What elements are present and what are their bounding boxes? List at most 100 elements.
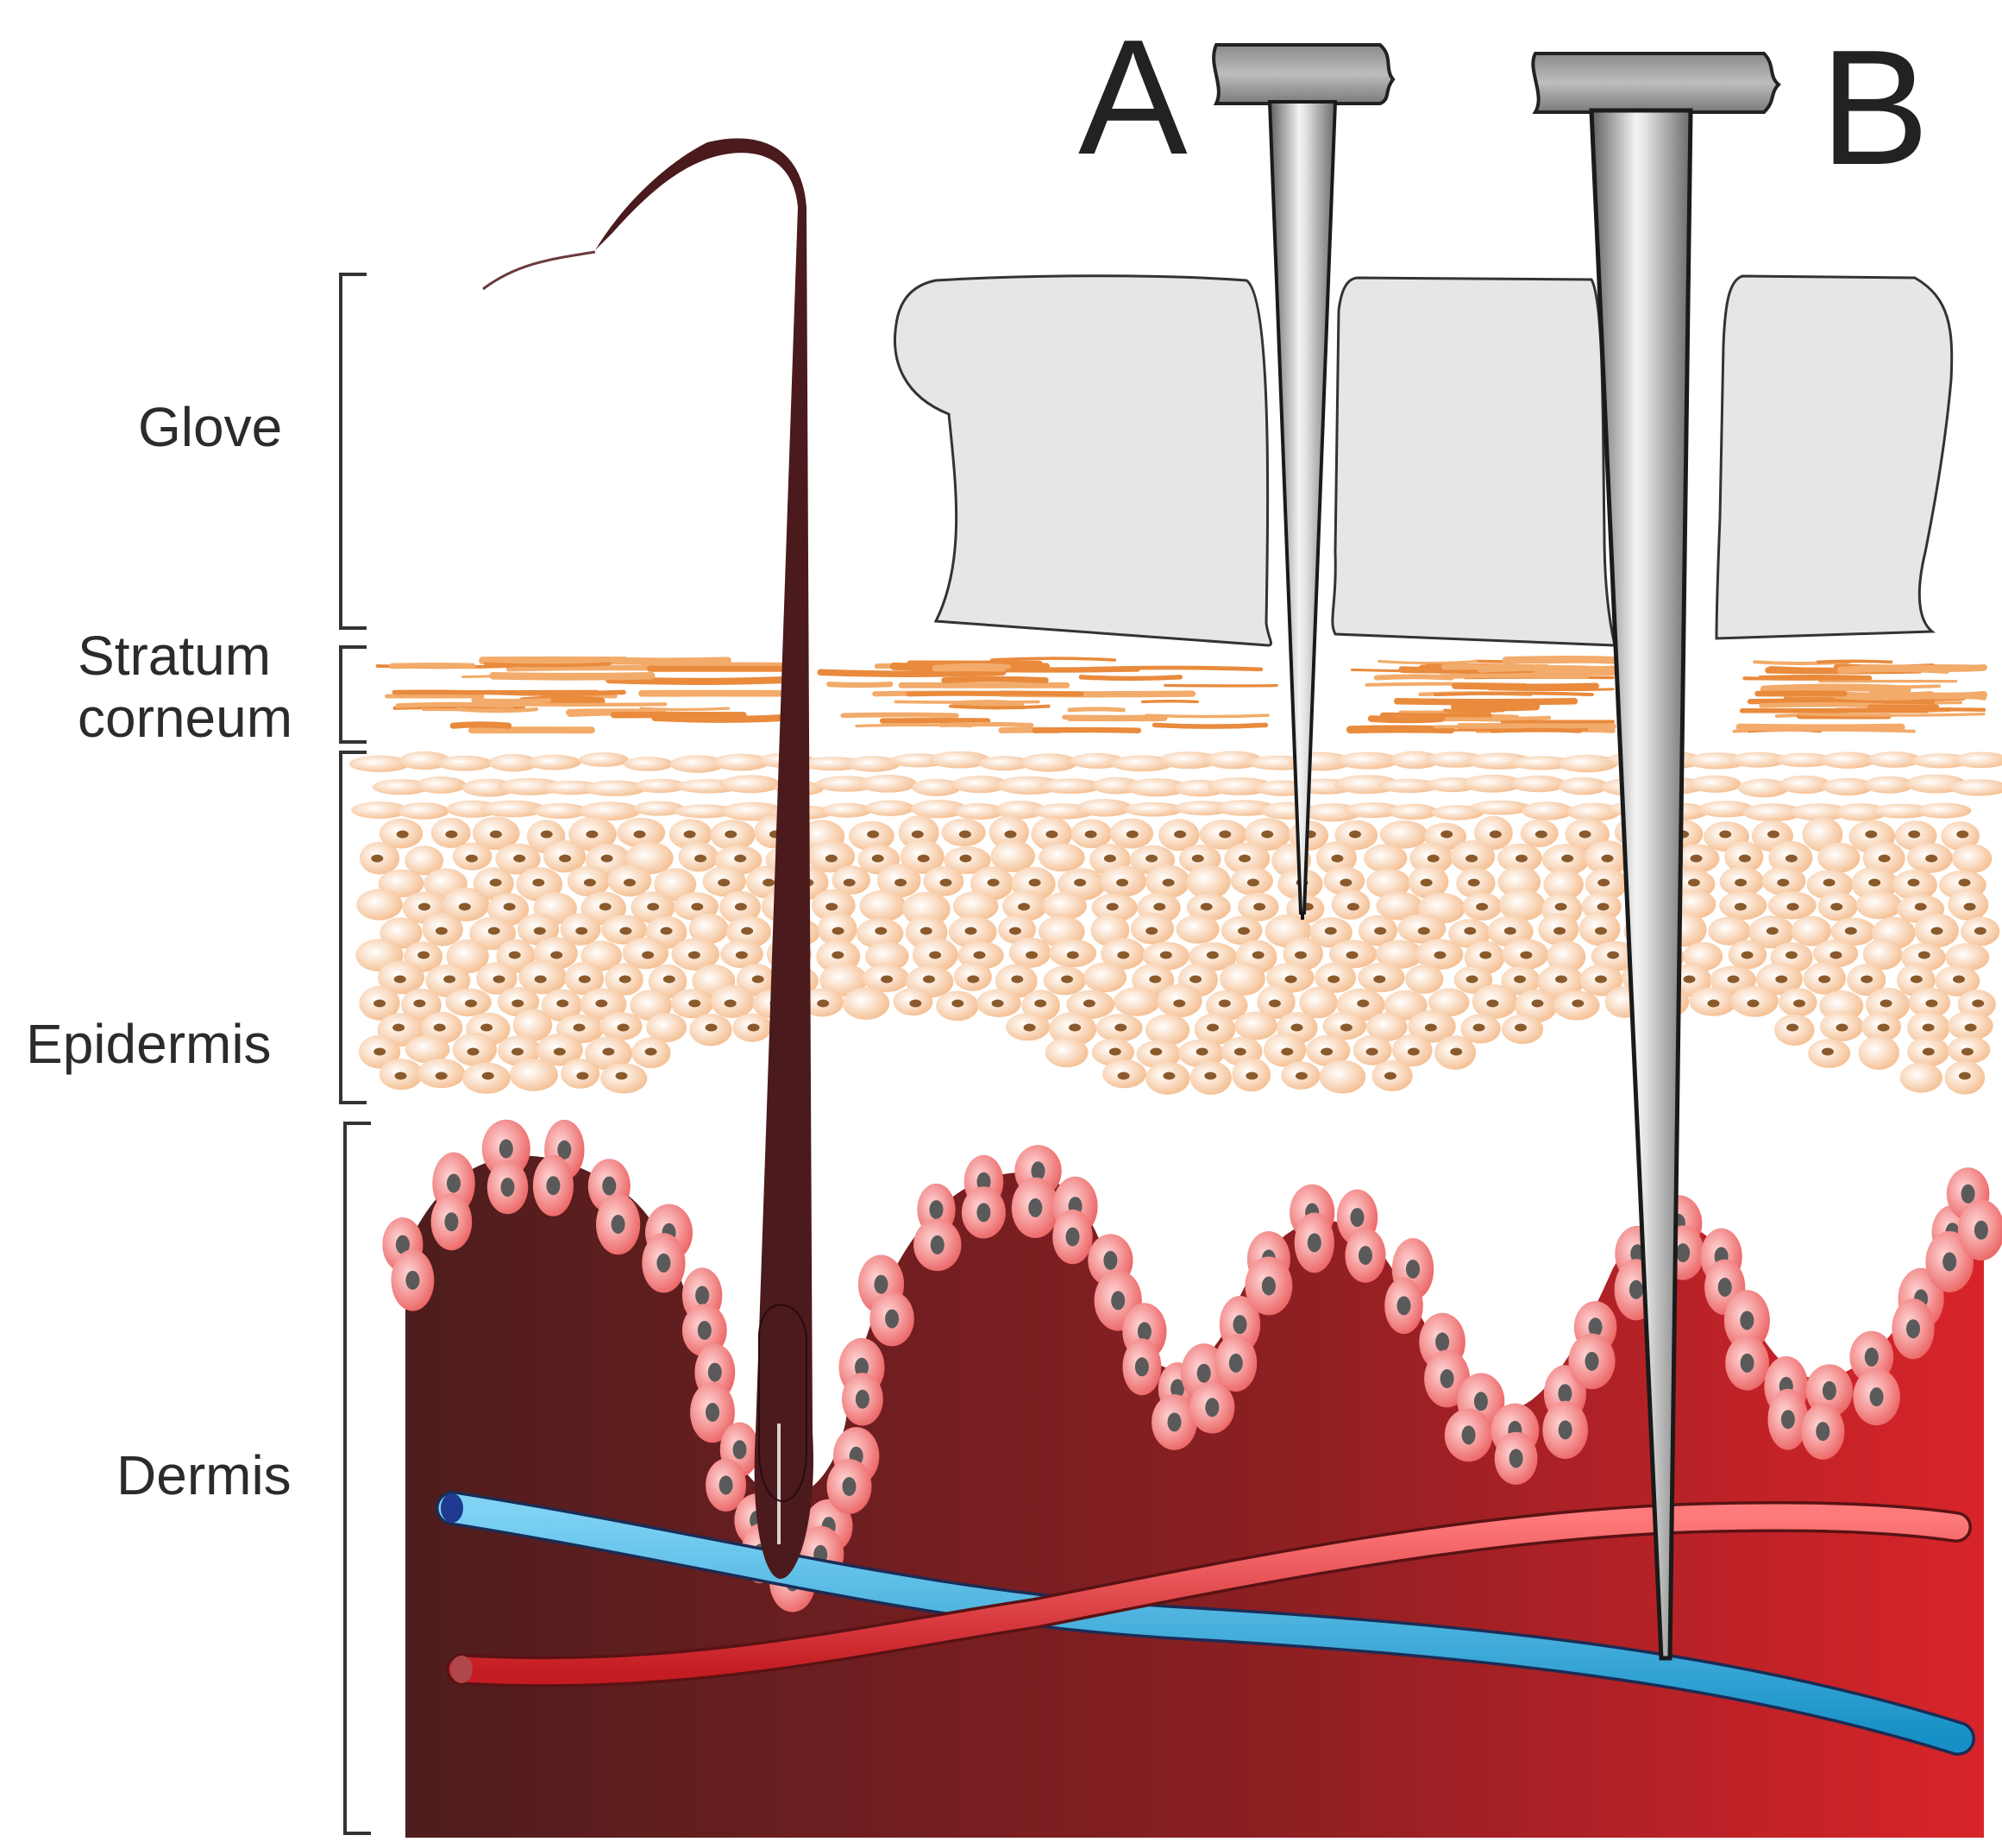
cell-nucleus — [1555, 975, 1567, 984]
cell-nucleus — [1028, 878, 1041, 887]
cell-nucleus — [825, 854, 838, 863]
epidermis-cell — [1858, 1035, 1899, 1070]
cell-nucleus — [1045, 830, 1058, 839]
cell-nucleus — [550, 951, 563, 959]
epidermis-cell — [1176, 915, 1220, 944]
cell-nucleus — [573, 1023, 586, 1032]
stratum-strand — [1346, 725, 1455, 734]
papilla-nucleus — [855, 1389, 869, 1409]
papilla-nucleus — [1137, 1322, 1152, 1342]
papilla-nucleus — [602, 1176, 617, 1196]
glove-segment-3 — [1715, 274, 1954, 640]
papilla-nucleus — [557, 1140, 572, 1160]
epidermis-cell — [995, 801, 1045, 820]
stratum-strand — [826, 681, 894, 688]
cell-nucleus — [734, 854, 747, 863]
papilla-nucleus — [1864, 1347, 1879, 1367]
papilla-nucleus — [1196, 1363, 1211, 1383]
cell-nucleus — [417, 902, 430, 911]
cell-nucleus — [617, 1023, 630, 1032]
epidermis-cell — [1708, 916, 1751, 946]
cell-nucleus — [1953, 975, 1965, 984]
cell-nucleus — [1174, 830, 1187, 839]
epidermis-cell — [1379, 820, 1428, 849]
cell-nucleus — [911, 830, 924, 839]
cell-nucleus — [1246, 878, 1259, 887]
cell-nucleus — [923, 975, 935, 984]
cell-nucleus — [511, 1047, 524, 1056]
papilla-nucleus — [719, 1475, 733, 1495]
epidermis-cell — [1076, 799, 1133, 817]
cell-nucleus — [909, 999, 922, 1008]
epidermis-cell — [1384, 990, 1428, 1021]
cell-nucleus — [1479, 951, 1492, 959]
cell-nucleus — [1233, 1047, 1246, 1056]
cell-nucleus — [1747, 999, 1760, 1008]
cell-nucleus — [1925, 854, 1938, 863]
cell-nucleus — [1707, 999, 1720, 1008]
epidermis-cell — [1366, 868, 1411, 899]
cell-nucleus — [1434, 951, 1447, 959]
cell-nucleus — [1601, 854, 1614, 863]
cell-nucleus — [1910, 975, 1923, 984]
stratum-bracket — [339, 645, 367, 744]
papilla-nucleus — [707, 1362, 722, 1382]
stratum-strand — [1816, 659, 1893, 664]
cell-nucleus — [1503, 927, 1516, 935]
cell-nucleus — [1061, 975, 1073, 984]
cell-nucleus — [1930, 927, 1943, 935]
epidermis-cell — [633, 778, 687, 794]
cell-nucleus — [1114, 1023, 1127, 1032]
cell-nucleus — [392, 1023, 405, 1032]
cell-nucleus — [1126, 830, 1139, 839]
epidermis-cell — [1375, 940, 1424, 969]
cell-nucleus — [513, 854, 526, 863]
cell-nucleus — [1914, 902, 1927, 911]
stratum-strand — [840, 712, 959, 719]
cell-nucleus — [1531, 999, 1544, 1008]
cell-nucleus — [832, 927, 844, 935]
cell-nucleus — [1196, 1047, 1208, 1056]
epidermis-cell — [929, 751, 990, 769]
epidermis-cell — [397, 802, 449, 820]
cell-nucleus — [917, 854, 930, 863]
cell-nucleus — [480, 1023, 493, 1032]
papilla-nucleus — [1585, 1351, 1599, 1371]
stratum-strand — [1062, 714, 1151, 721]
cell-nucleus — [1173, 999, 1186, 1008]
epidermis-cell — [951, 776, 1009, 794]
cell-nucleus — [1238, 927, 1250, 935]
cell-nucleus — [1554, 902, 1567, 911]
cell-nucleus — [1777, 878, 1790, 887]
cell-nucleus — [1515, 1023, 1527, 1032]
papilla-nucleus — [1205, 1398, 1220, 1417]
cell-nucleus — [1011, 975, 1024, 984]
cell-nucleus — [741, 927, 754, 935]
cell-nucleus — [1219, 830, 1232, 839]
cell-nucleus — [394, 1072, 407, 1080]
papilla-nucleus — [842, 1477, 857, 1496]
cell-nucleus — [1687, 878, 1700, 887]
vein-opening — [441, 1493, 463, 1523]
cell-nucleus — [1922, 1047, 1935, 1056]
stratum-strand — [906, 690, 1084, 697]
cell-nucleus — [1253, 902, 1266, 911]
cell-nucleus — [1384, 1072, 1396, 1080]
epidermis-cell — [1124, 801, 1184, 817]
papilla-nucleus — [1307, 1233, 1321, 1253]
papilla-nucleus — [1676, 1243, 1691, 1263]
epidermis-cell — [646, 1012, 687, 1042]
cell-nucleus — [1340, 878, 1352, 887]
epidermis-cell — [815, 776, 877, 792]
cell-nucleus — [867, 830, 880, 839]
stratum-strand — [395, 701, 515, 708]
cell-nucleus — [1963, 902, 1976, 911]
cell-nucleus — [1191, 854, 1204, 863]
epidermis-cell — [1779, 775, 1831, 795]
epidermis-cell — [1556, 754, 1618, 773]
cell-nucleus — [602, 1047, 615, 1056]
cell-nucleus — [1324, 927, 1337, 935]
epidermis-cell — [1126, 778, 1188, 797]
cell-nucleus — [647, 902, 660, 911]
cell-nucleus — [1961, 1047, 1974, 1056]
